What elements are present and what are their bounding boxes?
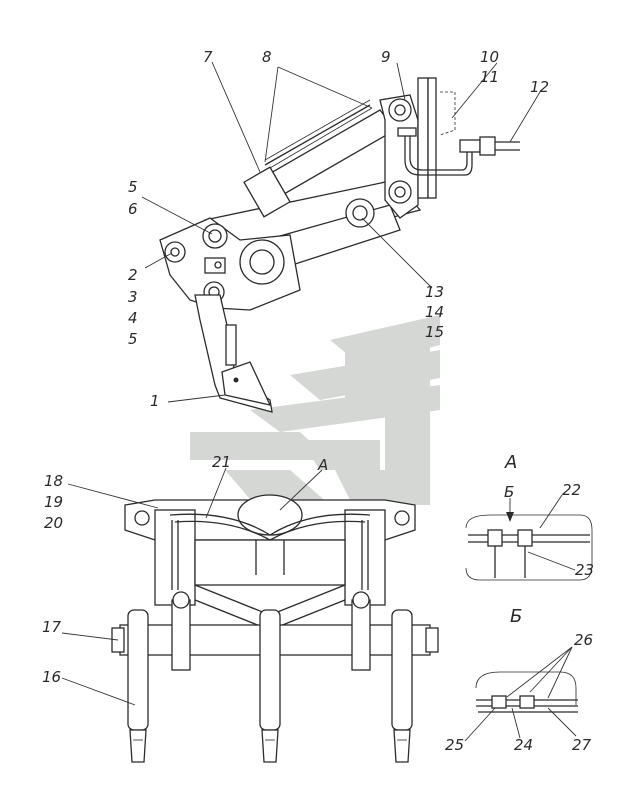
- callout-24: 24: [514, 736, 533, 754]
- callout-5-lower: 5: [128, 330, 138, 348]
- callout-10: 10: [480, 48, 499, 66]
- callout-3: 3: [128, 288, 138, 306]
- watermark-logo: [190, 315, 440, 505]
- callout-9: 9: [381, 48, 391, 66]
- callout-13: 13: [425, 283, 444, 301]
- callout-18: 18: [44, 472, 63, 490]
- tine-center: [259, 609, 281, 763]
- callout-26: 26: [574, 631, 593, 649]
- callout-14: 14: [425, 303, 444, 321]
- callout-17: 17: [42, 618, 62, 636]
- tine-right: [391, 609, 413, 763]
- view-b-marker: Б: [504, 483, 514, 501]
- callout-4: 4: [128, 309, 138, 327]
- callout-15: 15: [425, 323, 444, 341]
- callout-11: 11: [480, 68, 499, 86]
- callout-27: 27: [572, 736, 592, 754]
- view-b-title: Б: [510, 606, 522, 627]
- callout-19: 19: [44, 493, 63, 511]
- callout-6: 6: [128, 200, 138, 218]
- callout-21: 21: [212, 453, 231, 471]
- callout-12: 12: [530, 78, 549, 96]
- callout-8: 8: [262, 48, 272, 66]
- front-assembly: [111, 494, 439, 763]
- callout-16: 16: [42, 668, 61, 686]
- callout-25: 25: [445, 736, 464, 754]
- detail-a: [465, 498, 593, 581]
- callout-2: 2: [128, 266, 138, 284]
- callout-7: 7: [203, 48, 213, 66]
- leader-lines: [61, 61, 577, 742]
- upper-assembly: [159, 77, 520, 413]
- callout-labels: 1 2 3 4 5 5 6 7 8 9 10 11 12 13 14 15 16…: [42, 48, 594, 754]
- callout-1: 1: [150, 392, 160, 410]
- callout-20: 20: [44, 514, 63, 532]
- tine-left: [127, 609, 149, 763]
- callout-22: 22: [562, 481, 581, 499]
- detail-b: [475, 671, 578, 713]
- view-a-marker: A: [317, 456, 328, 474]
- callout-5-upper: 5: [128, 178, 138, 196]
- view-labels: A A Б Б: [317, 452, 522, 627]
- view-a-title: A: [504, 452, 517, 473]
- callout-23: 23: [575, 561, 594, 579]
